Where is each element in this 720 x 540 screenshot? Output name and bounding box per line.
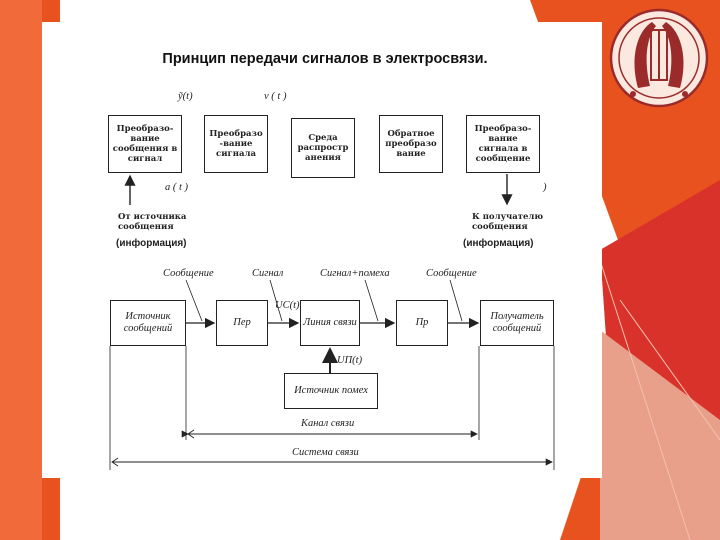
block-message-source: Источник сообщений — [110, 300, 186, 346]
label-uc: UC(t) — [275, 300, 300, 311]
block-receiver: Пр — [396, 300, 448, 346]
label-message-2: Сообщение — [426, 268, 477, 279]
leader-signal-noise — [364, 279, 379, 322]
block-signal-to-message: Преобразо-вание сигнала в сообщение — [466, 115, 540, 173]
block-noise-source: Источник помех — [284, 373, 378, 409]
block-propagation-medium: Среда распростр анения — [291, 118, 355, 178]
dest-text: К получателю сообщения — [472, 212, 544, 232]
right-accent-line-2 — [619, 299, 720, 441]
block-signal-conversion: Преобразо -вание сигнала — [204, 115, 268, 173]
block-message-to-signal: Преобразо-вание сообщения в сигнал — [108, 115, 182, 173]
slide-title: Принцип передачи сигналов в электросвязи… — [162, 51, 488, 67]
right-pink-shape — [600, 330, 720, 540]
leader-message-2 — [449, 279, 463, 322]
signal-label-a: a ( t ) — [165, 182, 189, 193]
signal-label-y: ỹ(t) — [178, 91, 193, 102]
signal-paren: ) — [543, 182, 547, 193]
left-orange-inner — [0, 0, 42, 540]
source-text: От источника сообщения — [118, 212, 187, 232]
block-comm-line: Линия связи — [300, 300, 360, 346]
block-inverse-conversion: Обратное преобразо вание — [379, 115, 443, 173]
block-transmitter: Пер — [216, 300, 268, 346]
label-message-1: Сообщение — [163, 268, 214, 279]
label-channel: Канал связи — [301, 418, 355, 429]
label-system: Система связи — [292, 447, 359, 458]
label-signal: Сигнал — [252, 268, 284, 279]
leader-signal — [269, 279, 283, 322]
label-un: UП(t) — [337, 355, 363, 366]
info-right: (информация) — [463, 238, 534, 249]
signal-label-v: v ( t ) — [264, 91, 287, 102]
label-signal-noise: Сигнал+помеха — [320, 268, 390, 279]
leader-message-1 — [185, 279, 203, 322]
right-accent-line — [599, 259, 691, 540]
block-message-recipient: Получатель сообщений — [480, 300, 554, 346]
info-left: (информация) — [116, 238, 187, 249]
